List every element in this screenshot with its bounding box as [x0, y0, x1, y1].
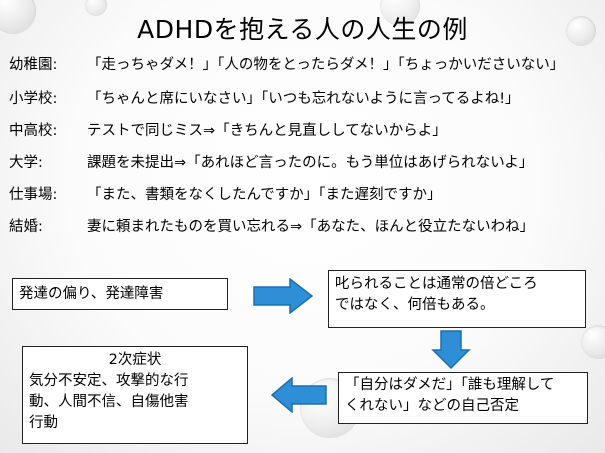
scolded-line: ではなく、何倍もある。: [335, 297, 495, 313]
self-negation-box: 「自分はダメだ」「誰も理解して くれない」などの自己否定: [338, 372, 588, 424]
stage-label: 大学:: [9, 155, 43, 171]
scolded-box: 叱られることは通常の倍どころ ではなく、何倍もある。: [328, 270, 586, 328]
arrow-left-icon: [270, 377, 328, 413]
stage-text: 「ちゃんと席にいなさい」「いつも忘れないように言ってるよね!」: [87, 91, 520, 107]
stage-text: 課題を未提出⇒「あれほど言ったのに。もう単位はあげられないよ」: [87, 155, 534, 171]
developmental-bias-text: 発達の偏り、発達障害: [19, 286, 164, 302]
life-stage-row: 中高校: テストで同じミス⇒「きちんと見直ししてないからよ」: [9, 119, 447, 140]
scolded-line: 叱られることは通常の倍どころ: [335, 276, 538, 292]
secondary-symptoms-line: 行動: [29, 415, 58, 431]
secondary-symptoms-line: 気分不安定、攻撃的な行: [29, 373, 189, 389]
secondary-symptoms-line: 動、人間不信、自傷他害: [29, 394, 189, 410]
stage-label: 幼稚園:: [9, 57, 58, 73]
arrow-right-icon: [252, 278, 314, 314]
stage-label: 結婚:: [9, 219, 43, 235]
self-negation-line: くれない」などの自己否定: [345, 398, 519, 414]
life-stage-row: 仕事場: 「また、書類をなくしたんですか」「また遅刻ですか」: [9, 183, 442, 204]
life-stage-row: 結婚: 妻に頼まれたものを買い忘れる⇒「あなた、ほんと役立たないわね」: [9, 215, 534, 236]
developmental-bias-box: 発達の偏り、発達障害: [12, 278, 228, 310]
stage-text: テストで同じミス⇒「きちんと見直ししてないからよ」: [87, 123, 447, 139]
stage-text: 妻に頼まれたものを買い忘れる⇒「あなた、ほんと役立たないわね」: [87, 219, 535, 235]
life-stage-row: 大学: 課題を未提出⇒「あれほど言ったのに。もう単位はあげられないよ」: [9, 151, 533, 172]
secondary-symptoms-title: 2次症状: [108, 352, 162, 368]
secondary-symptoms-box: 2次症状 気分不安定、攻撃的な行 動、人間不信、自傷他害 行動: [22, 346, 248, 444]
self-negation-line: 「自分はダメだ」「誰も理解して: [345, 377, 555, 393]
arrow-down-icon: [431, 330, 471, 370]
stage-label: 仕事場:: [9, 187, 58, 203]
water-drop-decoration: [85, 0, 107, 16]
water-drop-decoration: [581, 325, 605, 359]
stage-text: 「また、書類をなくしたんですか」「また遅刻ですか」: [87, 187, 442, 203]
stage-label: 中高校:: [9, 123, 58, 139]
slide-title: ADHDを抱える人の人生の例: [137, 15, 468, 44]
life-stage-row: 幼稚園: 「走っちゃダメ！」「人の物をとったらダメ！」「ちょっかいださいない」: [9, 53, 564, 74]
water-drop-decoration: [566, 16, 596, 46]
stage-label: 小学校:: [9, 91, 58, 107]
stage-text: 「走っちゃダメ！」「人の物をとったらダメ！」「ちょっかいださいない」: [87, 57, 565, 73]
life-stage-row: 小学校: 「ちゃんと席にいなさい」「いつも忘れないように言ってるよね!」: [9, 87, 520, 108]
